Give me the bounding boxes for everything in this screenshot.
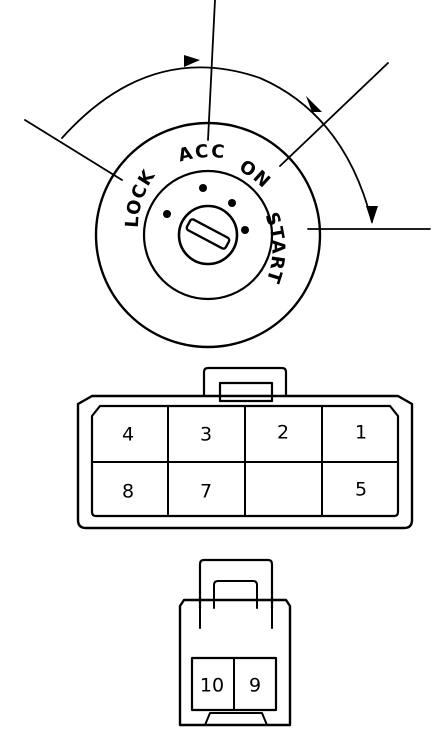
arc-arrow-start xyxy=(366,206,378,224)
pointer-line-on xyxy=(279,62,389,167)
small-connector-bottom-key xyxy=(204,712,268,726)
pin-label-7: 7 xyxy=(200,481,212,503)
main-connector-face xyxy=(90,404,400,518)
position-dot-on xyxy=(228,199,236,207)
main-connector-latch xyxy=(202,366,288,398)
pointer-line-acc xyxy=(207,0,216,141)
rotation-arc xyxy=(61,66,373,223)
small-connector-housing xyxy=(178,598,292,727)
main-connector-latch-tab xyxy=(218,381,274,403)
key-cylinder xyxy=(177,204,239,266)
pin-label-10: 10 xyxy=(200,675,224,697)
main-connector: 4 3 2 1 8 7 5 xyxy=(76,366,414,530)
switch-inner-ring xyxy=(142,169,274,301)
position-dot-acc xyxy=(199,184,207,192)
pin-label-2: 2 xyxy=(277,422,289,444)
ignition-switch: LOCK ACC ON START xyxy=(24,0,431,349)
small-connector: 10 9 xyxy=(178,558,292,727)
arc-arrow-on xyxy=(306,96,322,112)
small-connector-latch-inner xyxy=(213,580,258,609)
pin-label-8: 8 xyxy=(122,481,134,503)
main-connector-housing xyxy=(76,394,414,530)
small-connector-latch xyxy=(198,558,274,610)
pin-label-5: 5 xyxy=(355,479,367,501)
position-label-lock: LOCK xyxy=(122,166,160,229)
position-dot-start xyxy=(241,226,249,234)
position-label-start: START xyxy=(261,210,289,287)
arc-arrow-acc xyxy=(184,55,200,67)
pin-label-4: 4 xyxy=(122,424,134,446)
pin-label-1: 1 xyxy=(355,422,367,444)
position-dot-lock xyxy=(163,210,171,218)
position-label-on: ON xyxy=(236,156,275,193)
key-slot xyxy=(185,218,231,250)
pointer-line-lock xyxy=(24,119,123,181)
pin-label-9: 9 xyxy=(249,675,261,697)
pin-label-3: 3 xyxy=(200,424,212,446)
position-label-acc: ACC xyxy=(176,141,227,167)
